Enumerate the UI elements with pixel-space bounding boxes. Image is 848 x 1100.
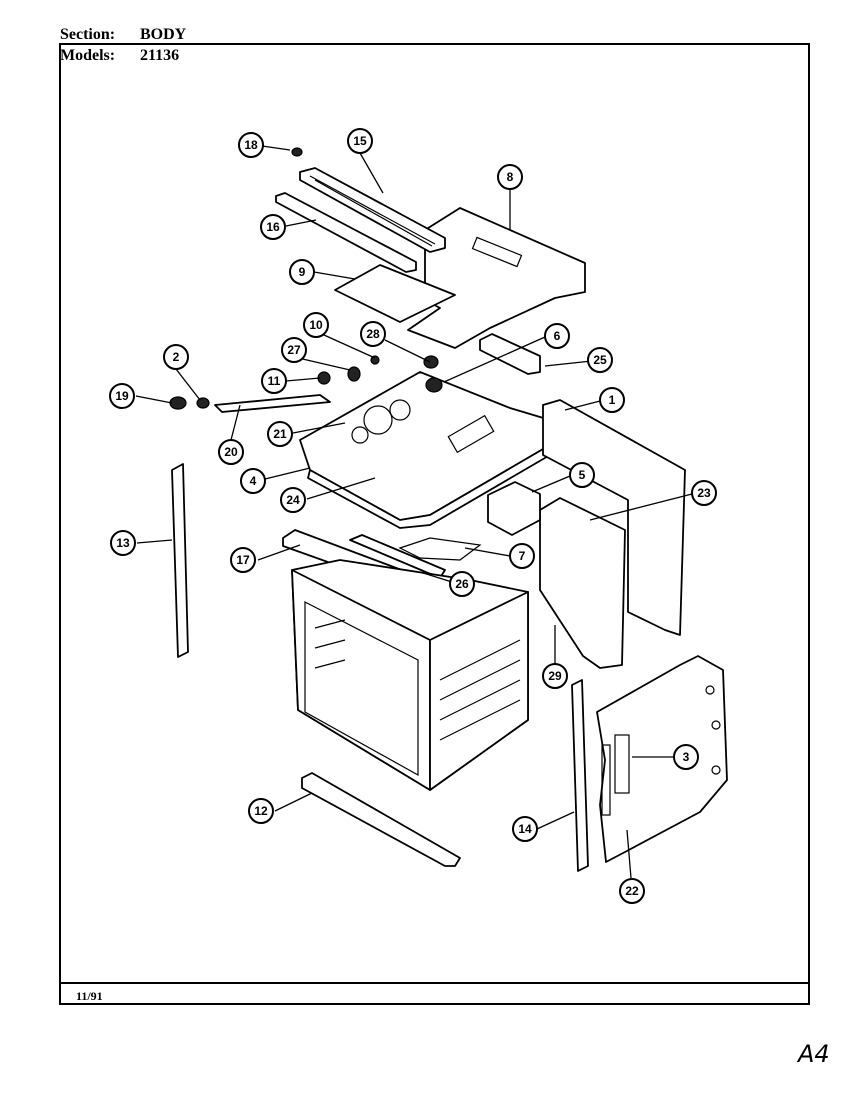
callout-12: 12 [248,798,274,824]
part-part-2 [196,397,210,409]
models-value: 21136 [140,47,180,64]
callout-label: 14 [518,822,532,836]
callout-24: 24 [280,487,306,513]
callout-label: 10 [309,318,323,332]
callout-label: 15 [353,134,367,148]
part-bracket [479,333,541,375]
callout-label: 8 [507,170,514,184]
callout-label: 4 [250,474,257,488]
callout-label: 6 [554,329,561,343]
callout-6: 6 [544,323,570,349]
part-clip [398,537,482,561]
callout-label: 22 [625,884,639,898]
part-knob-19 [169,396,187,410]
part-plate [334,264,456,323]
callout-2: 2 [163,344,189,370]
part-trim-strip [275,192,417,273]
part-vent-grille [299,167,446,253]
callout-19: 19 [109,383,135,409]
callout-18: 18 [238,132,264,158]
part-screw-18 [291,147,303,157]
callout-22: 22 [619,878,645,904]
callout-5: 5 [569,462,595,488]
part-left-trim [171,463,189,658]
callout-label: 21 [273,427,287,441]
callout-11: 11 [261,368,287,394]
footer-divider [59,982,810,984]
callout-label: 29 [548,669,562,683]
callout-14: 14 [512,816,538,842]
handwritten-note: A4 [798,1040,830,1068]
diagram-frame [59,43,810,1005]
callout-label: 7 [519,549,526,563]
section-label: Section: [60,26,116,43]
part-back-panel [596,655,728,863]
part-screw-10 [370,355,380,365]
part-part-28 [423,355,439,369]
callout-label: 12 [254,804,268,818]
callout-10: 10 [303,312,329,338]
callout-1: 1 [599,387,625,413]
callout-26: 26 [449,571,475,597]
callout-label: 20 [224,445,238,459]
callout-label: 11 [268,374,281,388]
part-right-trim [571,679,589,872]
part-oven-body [291,559,529,791]
callout-21: 21 [267,421,293,447]
section-value: BODY [140,26,187,43]
callout-8: 8 [497,164,523,190]
callout-20: 20 [218,439,244,465]
part-rod [214,394,331,413]
callout-27: 27 [281,337,307,363]
callout-28: 28 [360,321,386,347]
callout-label: 13 [116,536,130,550]
part-bottom-trim [301,772,461,867]
callout-7: 7 [509,543,535,569]
callout-label: 23 [697,486,711,500]
callout-25: 25 [587,347,613,373]
callout-label: 2 [173,350,180,364]
callout-9: 9 [289,259,315,285]
callout-label: 24 [286,493,300,507]
callout-label: 18 [244,138,258,152]
callout-label: 19 [115,389,129,403]
callout-3: 3 [673,744,699,770]
callout-17: 17 [230,547,256,573]
callout-4: 4 [240,468,266,494]
callout-label: 27 [287,343,301,357]
callout-label: 25 [593,353,607,367]
callout-16: 16 [260,214,286,240]
leader-lines [135,145,693,879]
callout-label: 17 [236,553,250,567]
models-label: Models: [60,47,116,64]
callout-label: 16 [266,220,280,234]
callout-label: 28 [366,327,380,341]
callout-label: 3 [683,750,690,764]
callout-15: 15 [347,128,373,154]
part-knob-27 [347,366,361,382]
callout-23: 23 [691,480,717,506]
callout-label: 1 [609,393,616,407]
callout-13: 13 [110,530,136,556]
callout-label: 26 [455,577,469,591]
callout-label: 5 [579,468,586,482]
part-insulation [539,497,626,669]
part-junction-box [487,481,541,536]
footer-date: 11/91 [76,989,103,1003]
part-part-6 [425,377,443,393]
callout-29: 29 [542,663,568,689]
part-strip-26 [349,534,446,579]
callout-label: 9 [299,265,306,279]
